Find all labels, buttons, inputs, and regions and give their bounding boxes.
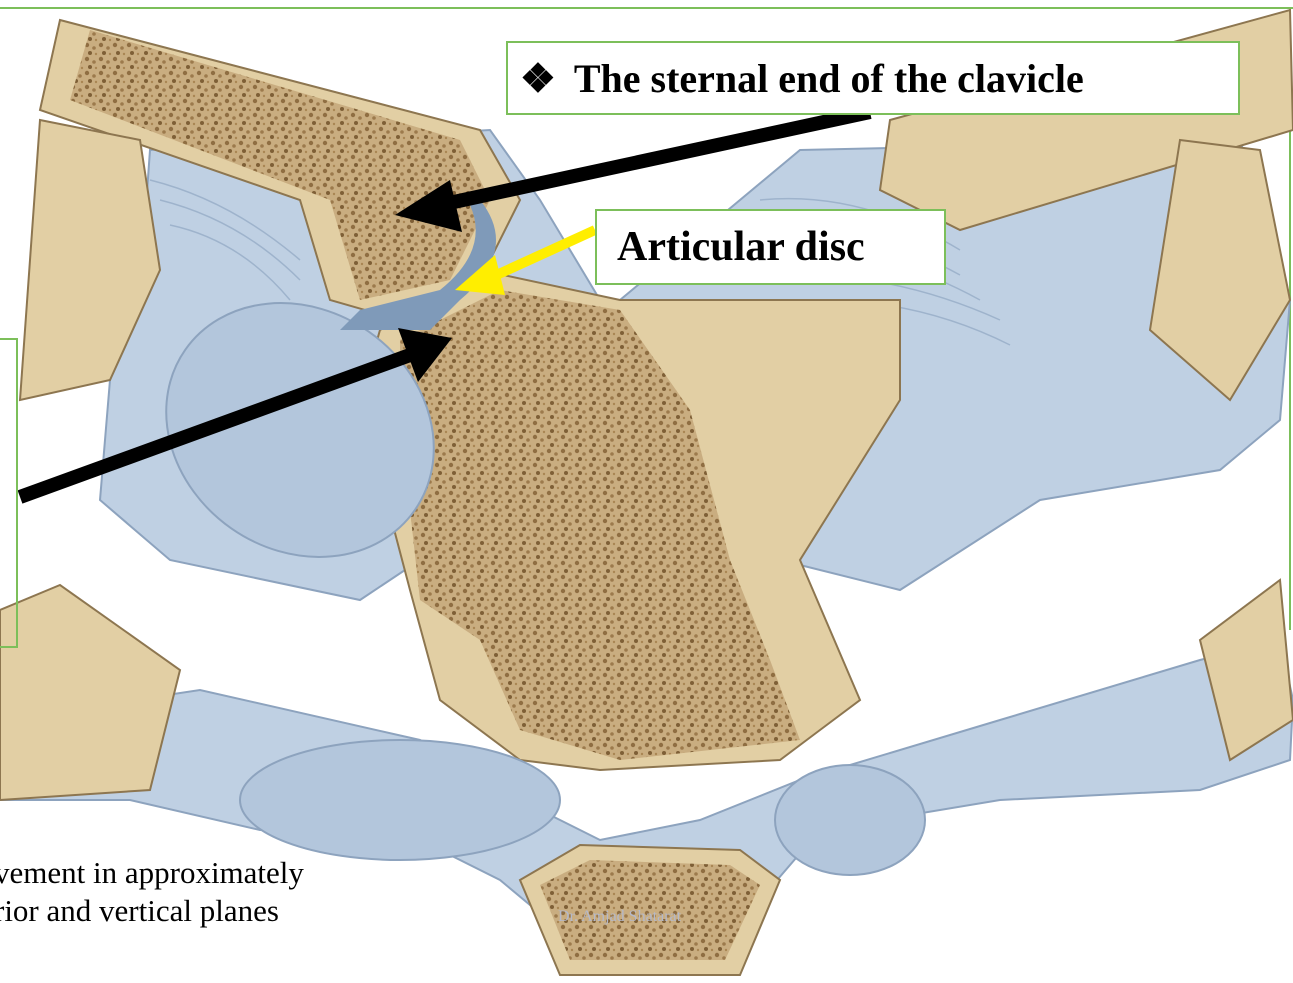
lower-right-cartilage — [775, 765, 925, 875]
caption-line-2: rior and vertical planes — [0, 893, 279, 929]
cropped-left-label-box — [0, 338, 18, 648]
watermark: Dr. Amjad Shatarat — [558, 908, 681, 926]
clavicle-label-box: ❖ The sternal end of the clavicle — [506, 41, 1240, 115]
clavicle-label-text: The sternal end of the clavicle — [574, 55, 1084, 102]
articular-disc-label-box: Articular disc — [595, 209, 946, 285]
caption-line-1: vement in approximately — [0, 855, 304, 891]
lower-left-cartilage — [240, 740, 560, 860]
articular-disc-label-text: Articular disc — [617, 223, 865, 271]
left-second-rib — [0, 585, 180, 800]
diamond-bullet-icon: ❖ — [520, 55, 556, 102]
